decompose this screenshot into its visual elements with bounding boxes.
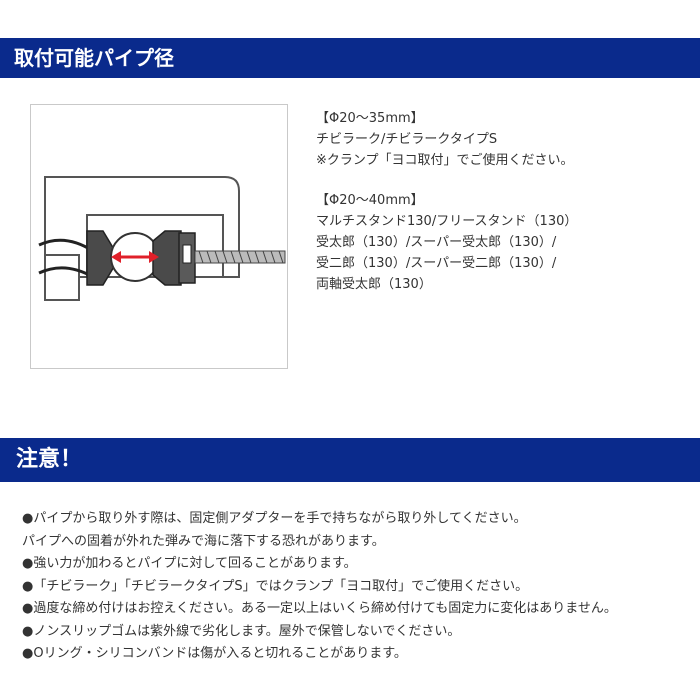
caution-item: ●ノンスリップゴムは紫外線で劣化します。屋外で保管しないでください。 (22, 623, 461, 639)
caution-list: ●パイプから取り外す際は、固定側アダプターを手で持ちながら取り外してください。 … (22, 508, 692, 666)
caution-item: ●Oリング・シリコンバンドは傷が入ると切れることがあります。 (22, 646, 407, 661)
right-jaw-adapter (152, 230, 182, 286)
screw-slot (182, 244, 192, 264)
section-header-caution: 注意！ (0, 438, 700, 482)
fixed-pad-block (44, 254, 80, 301)
spec-product-2: マルチスタンド130/フリースタンド（130） (316, 214, 578, 229)
spec-range-1: 【Φ20～35mm】 (316, 111, 424, 126)
clamp-diagram (38, 176, 286, 301)
threaded-rod (194, 250, 286, 264)
caution-item: パイプへの固着が外れた弾みで海に落下する恐れがあります。 (22, 533, 385, 549)
spec-product-4: 受二郎（130）/スーパー受二郎（130）/ (316, 256, 557, 271)
clamp-illustration (30, 104, 288, 369)
spec-product-3: 受太郎（130）/スーパー受太郎（130）/ (316, 235, 557, 250)
caution-item: ●過度な締め付けはお控えください。ある一定以上はいくら締め付けても固定力に変化は… (22, 601, 617, 616)
caution-item: ●「チビラーク」「チビラークタイプS」ではクランプ「ヨコ取付」でご使用ください。 (22, 578, 529, 594)
caution-item: ●パイプから取り外す際は、固定側アダプターを手で持ちながら取り外してください。 (22, 511, 527, 526)
section-header-pipe-diameter: 取付可能パイプ径 (0, 38, 700, 78)
spec-note-1: ※クランプ「ヨコ取付」でご使用ください。 (316, 153, 574, 168)
compatible-pipe-spec: 【Φ20～35mm】 チビラーク/チビラークタイプS ※クランプ「ヨコ取付」でご… (316, 108, 686, 295)
diameter-arrow (111, 251, 159, 263)
spec-spacer (316, 171, 686, 190)
spec-product-1: チビラーク/チビラークタイプS (316, 132, 498, 147)
spec-product-5: 両軸受太郎（130） (316, 277, 432, 292)
caution-item: ●強い力が加わるとパイプに対して回ることがあります。 (22, 556, 357, 571)
spec-range-2: 【Φ20～40mm】 (316, 193, 424, 208)
